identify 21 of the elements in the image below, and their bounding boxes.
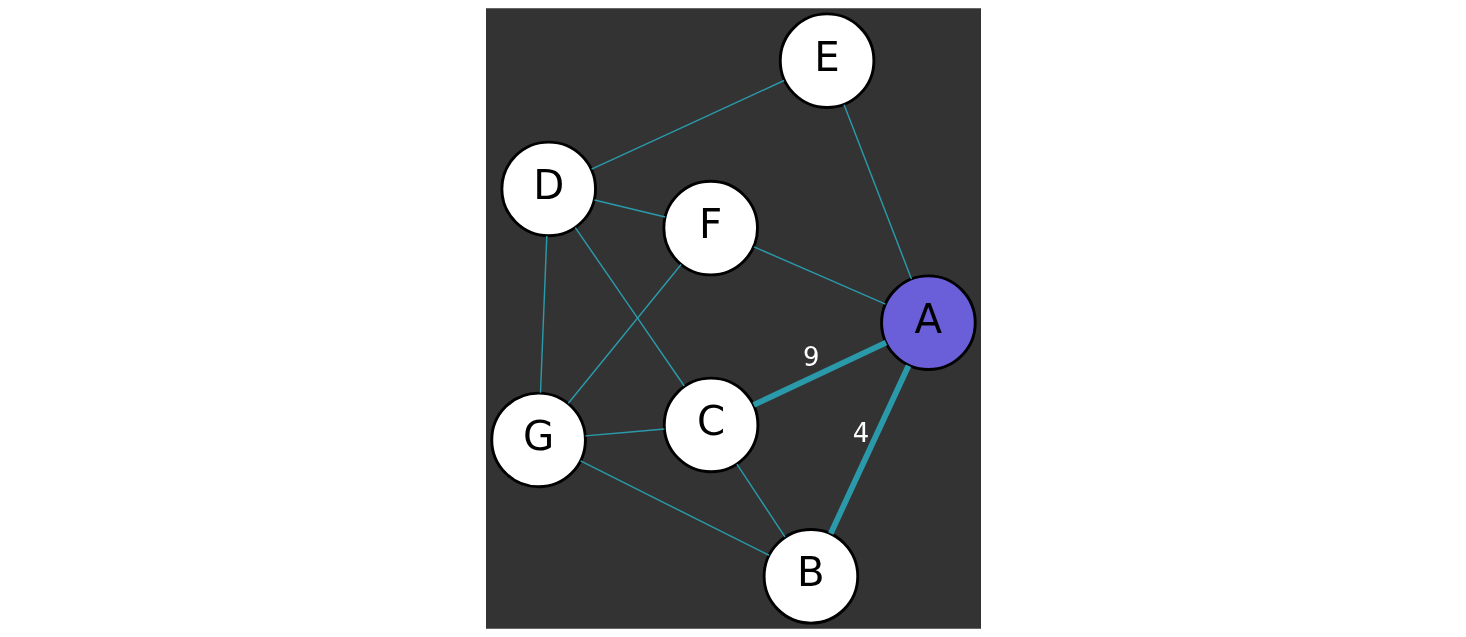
edge-label: 4 — [852, 417, 869, 448]
connector — [593, 199, 666, 218]
connector — [752, 246, 886, 305]
node-circle: A — [879, 274, 977, 371]
connector — [752, 340, 887, 408]
connector — [579, 460, 770, 556]
connector — [539, 235, 547, 394]
node-circle: E — [778, 12, 875, 109]
node-circle: F — [661, 179, 759, 277]
connector — [735, 463, 786, 538]
node-circle: C — [662, 376, 759, 474]
connector — [584, 428, 665, 437]
node-circle: G — [489, 391, 587, 489]
connector — [567, 263, 682, 404]
node-circle: D — [499, 140, 597, 238]
connector — [574, 226, 685, 387]
connector — [842, 104, 912, 280]
connector — [590, 79, 785, 170]
node-circle: B — [762, 528, 859, 625]
edge-label: 9 — [802, 341, 820, 372]
connector — [827, 364, 911, 535]
